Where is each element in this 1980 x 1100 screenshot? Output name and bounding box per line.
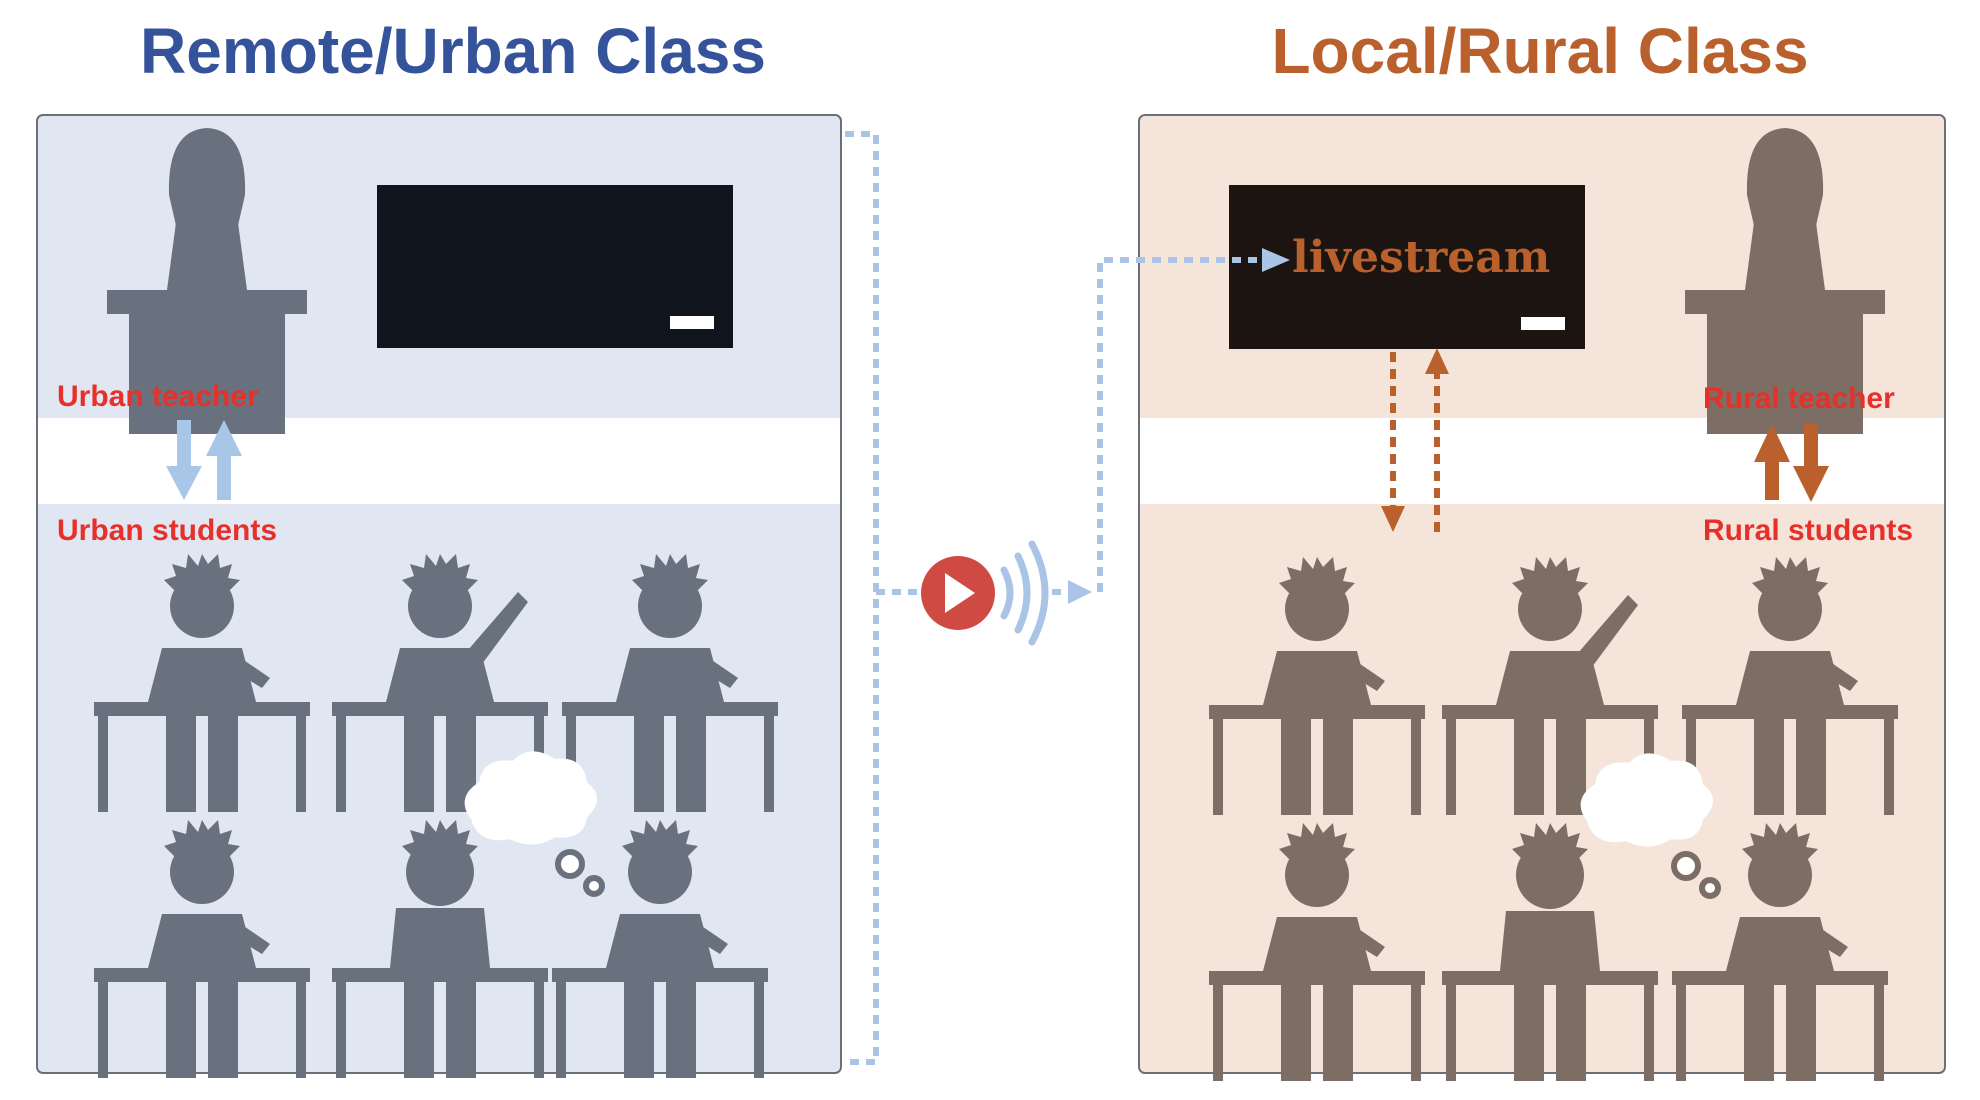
rural-chalk-icon: [1521, 317, 1565, 330]
urban-students-label: Urban students: [57, 514, 278, 547]
livestream-screen-text: livestream: [1292, 232, 1551, 283]
rural-interaction-arrows: [1754, 424, 1829, 502]
livestream-link-path: [845, 131, 1265, 1065]
rural-class-title: Local/Rural Class: [1271, 15, 1809, 87]
link-arrowhead-screen: [1262, 248, 1290, 272]
rural-teacher-label: Rural teacher: [1703, 382, 1895, 415]
urban-class-title: Remote/Urban Class: [140, 15, 766, 87]
urban-chalk-icon: [670, 316, 714, 329]
play-icon: [921, 556, 995, 630]
link-arrowhead-mid: [1068, 580, 1092, 604]
signal-waves-icon: [1000, 540, 1049, 646]
urban-interaction-arrows: [166, 420, 242, 500]
screen-interaction-arrows: [1381, 348, 1449, 532]
urban-teacher-label: Urban teacher: [57, 380, 259, 413]
rural-students-label: Rural students: [1703, 514, 1914, 547]
